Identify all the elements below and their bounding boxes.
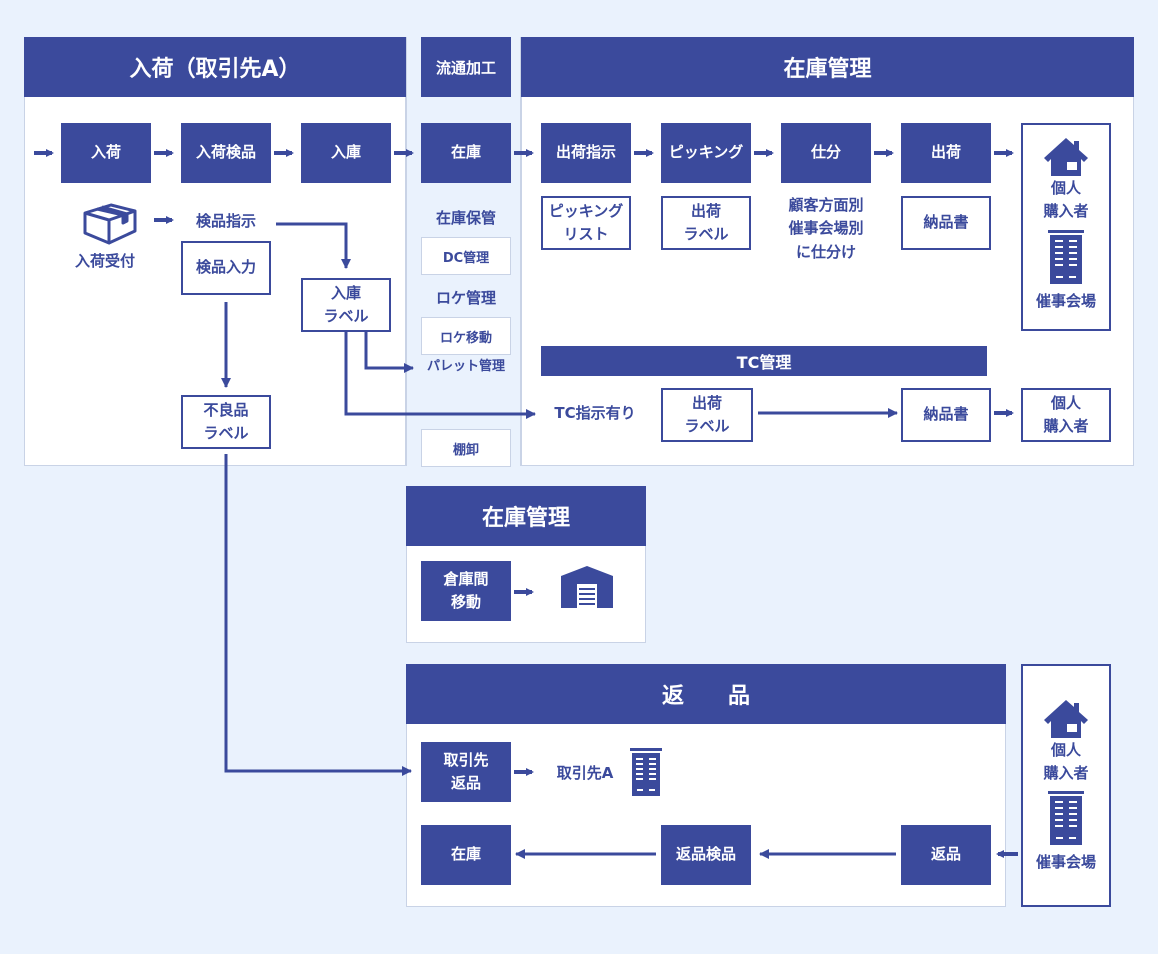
sorting-note-line1: 顧客方面別 bbox=[788, 196, 864, 214]
tc-shipping-label[interactable]: 出荷 ラベル bbox=[661, 388, 753, 442]
processing-column-title: 流通加工 bbox=[421, 37, 511, 97]
warehouse-transfer-title: 在庫管理 bbox=[406, 486, 646, 546]
receiving-panel-title: 入荷（取引先A） bbox=[24, 37, 406, 97]
step-sorting[interactable]: 仕分 bbox=[781, 123, 871, 183]
defect-label-line1: 不良品 bbox=[203, 400, 249, 419]
pallet-management: パレット管理 bbox=[426, 359, 505, 374]
shipping-label-line2: ラベル bbox=[683, 225, 729, 243]
warehouse-icon bbox=[561, 566, 613, 608]
warehouse-transfer-line1: 倉庫間 bbox=[443, 569, 489, 588]
supplier-return-line1: 取引先 bbox=[443, 750, 489, 769]
destination-individual-line2: 購入者 bbox=[1043, 202, 1089, 221]
step-receiving[interactable]: 入荷 bbox=[61, 123, 151, 183]
tc-individual[interactable]: 個人 購入者 bbox=[1021, 388, 1111, 442]
step-shipping[interactable]: 出荷 bbox=[901, 123, 991, 183]
picking-list-line2: リスト bbox=[563, 225, 609, 243]
supplier-name: 取引先A bbox=[556, 764, 614, 782]
tc-shipping-label-line1: 出荷 bbox=[691, 393, 722, 412]
warehouse-transfer-step[interactable]: 倉庫間 移動 bbox=[421, 561, 511, 621]
return-inspection[interactable]: 返品検品 bbox=[661, 825, 751, 885]
stocktaking[interactable]: 棚卸 bbox=[421, 429, 511, 467]
sorting-note-line3: に仕分け bbox=[795, 242, 856, 261]
return-source-box[interactable]: 個人 購入者 催事会場 bbox=[1021, 664, 1111, 907]
return-stock[interactable]: 在庫 bbox=[421, 825, 511, 885]
return-building-icon bbox=[1048, 791, 1084, 846]
reception-label: 入荷受付 bbox=[74, 252, 135, 270]
delivery-note[interactable]: 納品書 bbox=[901, 196, 991, 250]
tc-individual-line1: 個人 bbox=[1050, 393, 1081, 412]
supplier-return-line2: 返品 bbox=[450, 774, 481, 792]
defect-label-line2: ラベル bbox=[203, 424, 249, 442]
return-source-individual-line1: 個人 bbox=[1050, 740, 1081, 759]
return-step[interactable]: 返品 bbox=[901, 825, 991, 885]
tc-instruction: TC指示有り bbox=[554, 404, 636, 422]
step-putaway[interactable]: 入庫 bbox=[301, 123, 391, 183]
supplier-building-icon bbox=[630, 748, 662, 796]
defect-label[interactable]: 不良品 ラベル bbox=[181, 395, 271, 449]
tc-shipping-label-line2: ラベル bbox=[684, 417, 730, 435]
return-house-icon bbox=[1044, 699, 1088, 738]
return-source-individual-line2: 購入者 bbox=[1043, 763, 1089, 782]
inspection-input[interactable]: 検品入力 bbox=[181, 241, 271, 295]
step-picking[interactable]: ピッキング bbox=[661, 123, 751, 183]
storage-label-line2: ラベル bbox=[323, 307, 369, 325]
return-source-event-venue: 催事会場 bbox=[1035, 853, 1096, 872]
storage-heading: 在庫保管 bbox=[435, 209, 496, 227]
picking-list-line1: ピッキング bbox=[548, 201, 624, 220]
box-icon bbox=[83, 203, 137, 245]
building-icon bbox=[1048, 229, 1084, 284]
dc-management[interactable]: DC管理 bbox=[421, 237, 511, 275]
supplier-return[interactable]: 取引先 返品 bbox=[421, 742, 511, 802]
step-shipping-instruction[interactable]: 出荷指示 bbox=[541, 123, 631, 183]
inventory-panel-title: 在庫管理 bbox=[521, 37, 1134, 97]
destination-individual-line1: 個人 bbox=[1050, 179, 1081, 197]
shipping-label[interactable]: 出荷 ラベル bbox=[661, 196, 751, 250]
storage-label-line1: 入庫 bbox=[330, 283, 361, 302]
destination-box[interactable]: 個人 購入者 催事会場 bbox=[1021, 123, 1111, 331]
destination-event-venue: 催事会場 bbox=[1035, 291, 1096, 310]
step-receiving-inspection[interactable]: 入荷検品 bbox=[181, 123, 271, 183]
tc-management-title: TC管理 bbox=[541, 346, 987, 376]
tc-delivery-note[interactable]: 納品書 bbox=[901, 388, 991, 442]
warehouse-transfer-line2: 移動 bbox=[450, 593, 481, 611]
location-heading: ロケ管理 bbox=[435, 289, 496, 307]
house-icon bbox=[1044, 138, 1088, 176]
picking-list[interactable]: ピッキング リスト bbox=[541, 196, 631, 250]
inspection-instruction: 検品指示 bbox=[195, 212, 256, 230]
returns-panel-title: 返 品 bbox=[406, 664, 1006, 724]
shipping-label-line1: 出荷 bbox=[690, 201, 721, 220]
sorting-note: 顧客方面別 催事会場別 に仕分け bbox=[771, 194, 881, 264]
storage-label[interactable]: 入庫 ラベル bbox=[301, 278, 391, 332]
line-defect-to-supplier-return bbox=[224, 454, 412, 776]
step-stock[interactable]: 在庫 bbox=[421, 123, 511, 183]
tc-individual-line2: 購入者 bbox=[1043, 417, 1089, 435]
sorting-note-line2: 催事会場別 bbox=[788, 219, 864, 238]
location-move[interactable]: ロケ移動 bbox=[421, 317, 511, 355]
